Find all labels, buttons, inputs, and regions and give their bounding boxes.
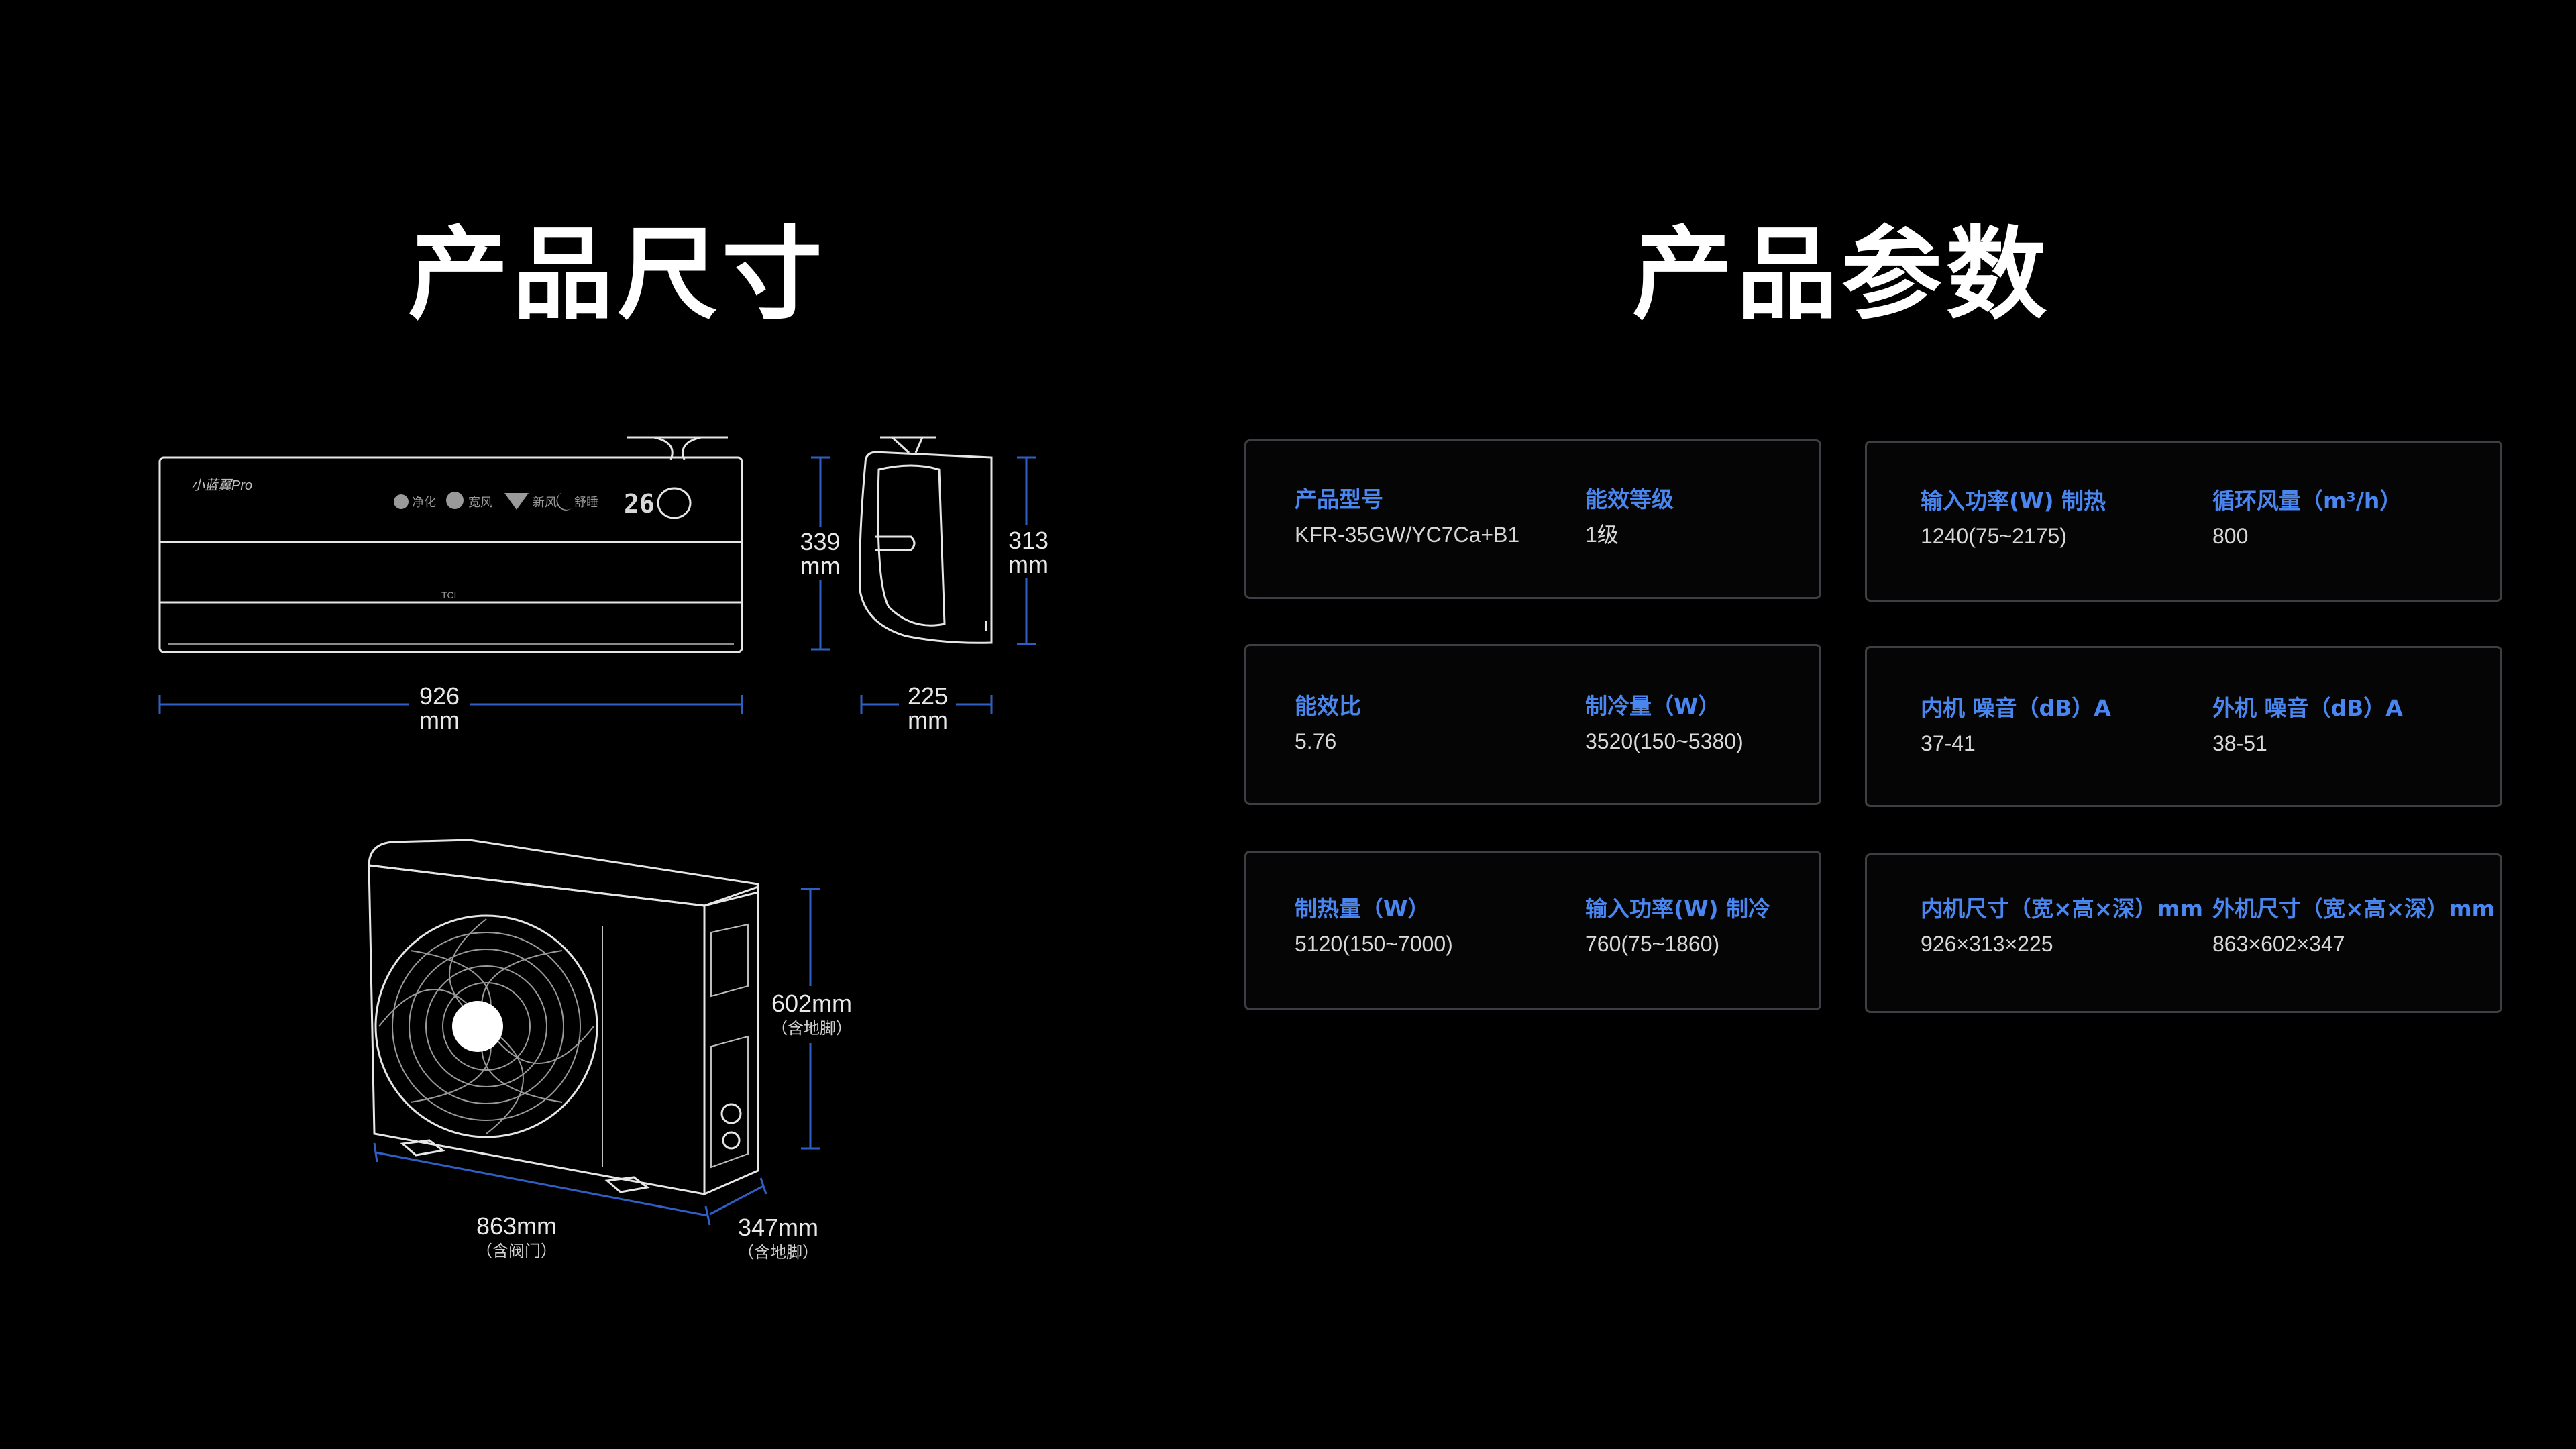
fan-grille-icon — [374, 914, 598, 1138]
indoor-height-label: 339 mm — [782, 530, 859, 578]
spec-value: 926×313×225 — [1921, 932, 2053, 956]
outdoor-height-dimension-line — [801, 888, 820, 1150]
spec-value: 38-51 — [2212, 731, 2267, 755]
spec-field-energy-grade: 能效等级 1级 — [1585, 485, 1674, 549]
side-height-dimension-line — [1017, 456, 1036, 645]
mode-label-fresh: 新风 — [533, 496, 557, 510]
spec-field-airflow: 循环风量（m³/h） 800 — [2212, 486, 2402, 551]
mode-label-sleep: 舒睡 — [574, 496, 598, 510]
spec-label: 输入功率(W) 制冷 — [1585, 896, 1771, 922]
spec-card-noise: 内机 噪音（dB）A 37-41 外机 噪音（dB）A 38-51 — [1865, 646, 2502, 807]
spec-card-model: 产品型号 KFR-35GW/YC7Ca+B1 能效等级 1级 — [1244, 439, 1821, 599]
outdoor-width-value: 863mm — [476, 1212, 557, 1240]
spec-card-unit-size: 内机尺寸（宽×高×深）mm 926×313×225 外机尺寸（宽×高×深）mm … — [1865, 853, 2502, 1013]
section-title-spec: 产品参数 — [1631, 217, 2051, 333]
side-depth-label: 225 mm — [891, 684, 965, 733]
fan-hub-icon — [452, 1001, 503, 1052]
indoor-width-dimension-line — [158, 695, 743, 714]
spec-value: 800 — [2212, 524, 2249, 548]
section-title-size: 产品尺寸 — [407, 217, 826, 333]
outdoor-width-label: 863mm （含阀门） — [463, 1214, 570, 1260]
spec-value: 3520(150~5380) — [1585, 729, 1743, 753]
indoor-height-dimension-line — [811, 456, 830, 651]
outdoor-height-label: 602mm （含地脚） — [758, 991, 865, 1037]
outdoor-unit-drawing — [368, 839, 759, 1196]
indoor-width-value: 926 — [419, 682, 460, 710]
indoor-panel-brand: 小蓝翼Pro — [191, 478, 252, 493]
indoor-unit-front-drawing — [158, 436, 743, 653]
outdoor-width-note: （含阀门） — [476, 1242, 557, 1260]
indoor-width-unit: mm — [419, 706, 460, 734]
outdoor-depth-value: 347mm — [737, 1214, 819, 1241]
indoor-mode-icons: 净化 宽风 新风 舒睡 — [394, 492, 598, 511]
mode-label-purify: 净化 — [412, 496, 436, 510]
spec-value: 1级 — [1585, 523, 1619, 547]
side-height-label: 313 mm — [991, 529, 1065, 577]
side-depth-unit: mm — [908, 706, 948, 734]
side-height-unit: mm — [1008, 551, 1049, 578]
indoor-width-label: 926 mm — [402, 684, 476, 733]
spec-label: 循环风量（m³/h） — [2212, 488, 2402, 514]
spec-field-cooling-input-power: 输入功率(W) 制冷 760(75~1860) — [1585, 894, 1770, 959]
indoor-panel-display: 26 — [624, 489, 655, 519]
indoor-height-unit: mm — [800, 552, 841, 580]
spec-field-cooling-capacity: 制冷量（W） 3520(150~5380) — [1585, 692, 1743, 756]
spec-value: 1240(75~2175) — [1921, 524, 2067, 548]
spec-label: 制热量（W） — [1295, 896, 1430, 922]
spec-card-efficiency: 能效比 5.76 制冷量（W） 3520(150~5380) — [1244, 644, 1821, 805]
spec-field-outdoor-noise: 外机 噪音（dB）A 38-51 — [2212, 694, 2403, 758]
spec-label: 产品型号 — [1295, 486, 1383, 513]
outdoor-depth-label: 347mm （含地脚） — [724, 1216, 832, 1261]
spec-label: 内机 噪音（dB）A — [1921, 695, 2111, 721]
indoor-height-value: 339 — [800, 528, 841, 555]
spec-value: 5120(150~7000) — [1295, 932, 1453, 956]
indoor-unit-side-drawing — [859, 436, 993, 644]
spec-value: 37-41 — [1921, 731, 1976, 755]
moon-icon — [556, 492, 572, 511]
spec-value: 5.76 — [1295, 729, 1337, 753]
spec-field-indoor-noise: 内机 噪音（dB）A 37-41 — [1921, 694, 2111, 758]
side-height-value: 313 — [1008, 527, 1049, 554]
spec-label: 输入功率(W) 制热 — [1921, 488, 2106, 514]
spec-label: 制冷量（W） — [1585, 693, 1721, 719]
spec-value: 760(75~1860) — [1585, 932, 1720, 956]
side-depth-value: 225 — [907, 682, 949, 710]
side-depth-dimension-line — [860, 695, 993, 714]
leaf-icon — [504, 493, 529, 510]
mode-label-wind: 宽风 — [468, 496, 492, 510]
spec-field-eer: 能效比 5.76 — [1295, 692, 1361, 756]
purify-icon — [394, 494, 409, 509]
spec-field-model: 产品型号 KFR-35GW/YC7Ca+B1 — [1295, 485, 1519, 549]
spec-card-heating-power: 输入功率(W) 制热 1240(75~2175) 循环风量（m³/h） 800 — [1865, 441, 2502, 602]
spec-field-heating-capacity: 制热量（W） 5120(150~7000) — [1295, 894, 1453, 959]
indoor-panel-logo: TCL — [441, 590, 460, 600]
spec-label: 内机尺寸（宽×高×深）mm — [1921, 896, 2204, 922]
spec-label: 外机 噪音（dB）A — [2212, 695, 2403, 721]
spec-field-outdoor-size: 外机尺寸（宽×高×深）mm 863×602×347 — [2212, 894, 2495, 959]
wind-icon — [446, 492, 464, 509]
spec-label: 能效比 — [1295, 693, 1361, 719]
spec-label: 外机尺寸（宽×高×深）mm — [2212, 896, 2496, 922]
spec-field-heating-input-power: 输入功率(W) 制热 1240(75~2175) — [1921, 486, 2106, 551]
spec-value: KFR-35GW/YC7Ca+B1 — [1295, 523, 1520, 547]
outdoor-height-value: 602mm — [771, 989, 853, 1017]
spec-card-heating: 制热量（W） 5120(150~7000) 输入功率(W) 制冷 760(75~… — [1244, 851, 1821, 1010]
spec-field-indoor-size: 内机尺寸（宽×高×深）mm 926×313×225 — [1921, 894, 2203, 959]
outdoor-width-dimension-line — [373, 1142, 711, 1226]
spec-label: 能效等级 — [1585, 486, 1674, 513]
outdoor-depth-note: （含地脚） — [738, 1244, 818, 1262]
outdoor-height-note: （含地脚） — [771, 1020, 852, 1038]
outdoor-depth-dimension-line — [709, 1177, 767, 1216]
spec-value: 863×602×347 — [2212, 932, 2345, 956]
